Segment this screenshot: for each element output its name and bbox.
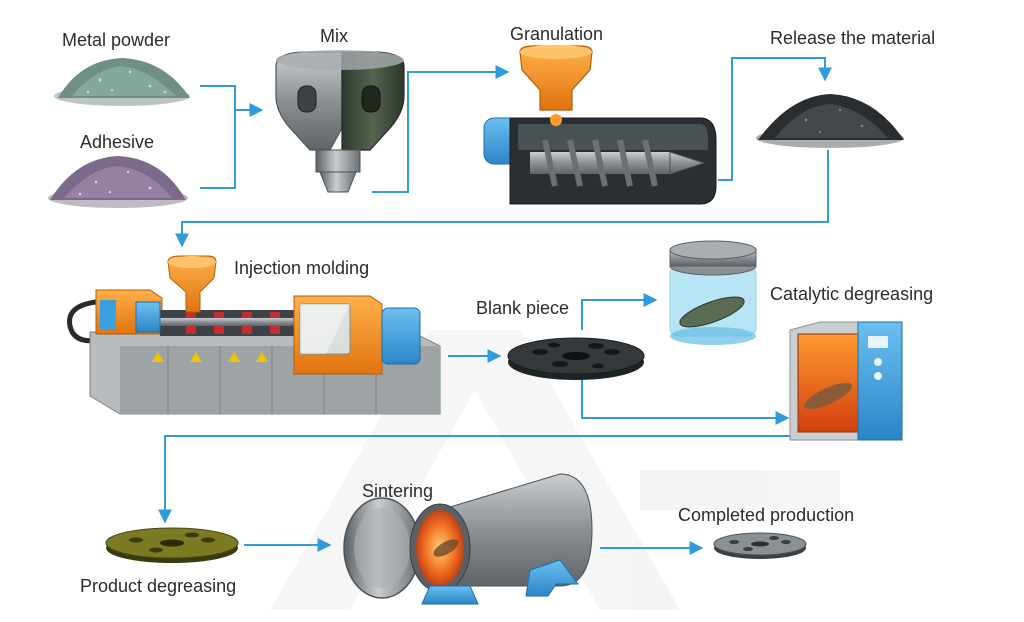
- label-release-the-material: Release the material: [770, 28, 936, 48]
- granulation-extruder-icon: [483, 45, 717, 205]
- released-material-pile-icon: [756, 94, 904, 148]
- label-completed-production: Completed production: [678, 505, 855, 525]
- label-metal-powder: Metal powder: [62, 30, 171, 50]
- flow-arrow-blank-to-oven: [581, 378, 790, 425]
- flow-arrows: [158, 57, 832, 555]
- label-mix: Mix: [320, 26, 348, 46]
- flow-arrow-oven-to-product-degreasing: [158, 435, 790, 524]
- label-catalytic-degreasing: Catalytic degreasing: [770, 284, 934, 304]
- mixer-icon: [275, 50, 405, 193]
- label-granulation: Granulation: [510, 24, 604, 44]
- label-injection-molding: Injection molding: [234, 258, 370, 278]
- adhesive-powder-pile-icon: [48, 156, 188, 208]
- label-adhesive: Adhesive: [80, 132, 155, 152]
- flow-arrow-powders-to-mix: [200, 85, 236, 189]
- blank-piece-gear-icon: [507, 337, 645, 380]
- degreasing-oven-icon: [789, 321, 903, 441]
- catalytic-degreasing-jar-icon: [669, 240, 757, 345]
- product-degreasing-gear-icon: [105, 527, 239, 563]
- label-product-degreasing: Product degreasing: [80, 576, 237, 596]
- sintering-furnace-icon: [343, 473, 593, 605]
- label-blank-piece: Blank piece: [476, 298, 570, 318]
- label-sintering: Sintering: [362, 481, 434, 501]
- flow-arrow-mix-to-granulation: [372, 65, 510, 193]
- completed-product-gear-icon: [713, 532, 807, 559]
- metal-powder-pile-icon: [54, 58, 190, 106]
- injection-molding-machine-icon: [67, 255, 441, 415]
- flow-arrow-release-to-injection: [175, 150, 829, 248]
- flow-arrow-granulation-to-release: [718, 57, 832, 181]
- flow-arrow-blank-to-catalytic: [581, 293, 658, 330]
